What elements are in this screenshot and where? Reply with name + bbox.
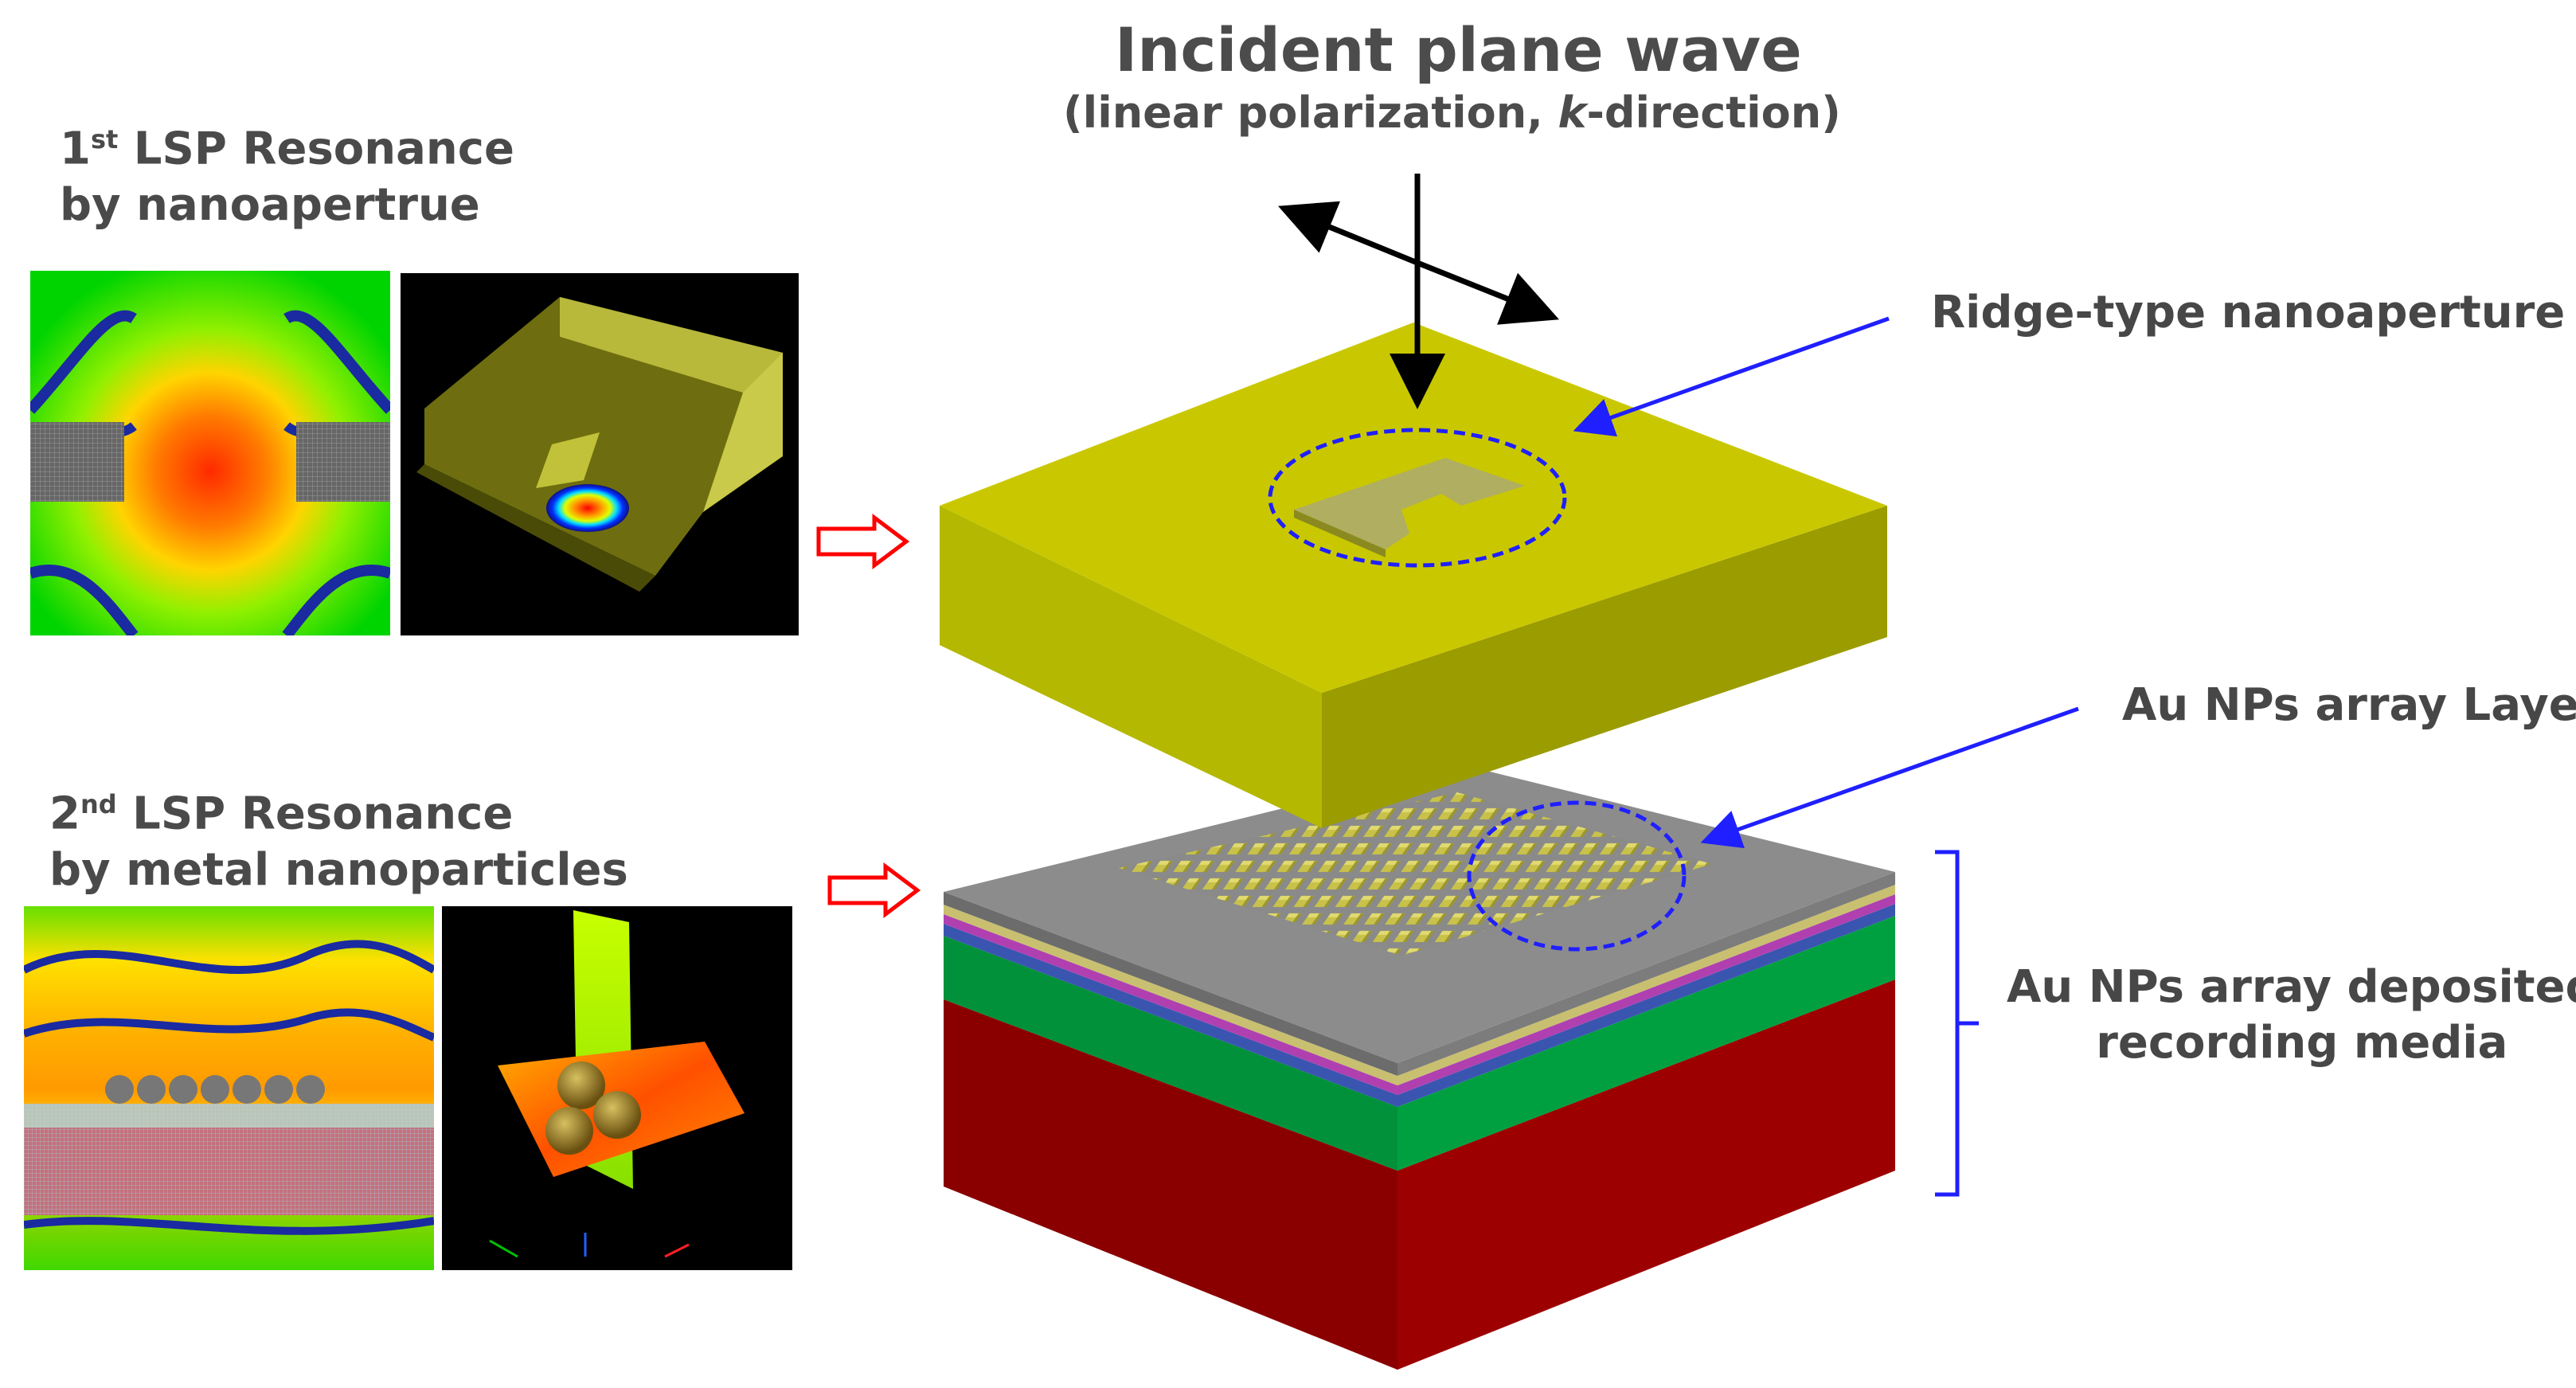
gold-nanoparticle-2 [593,1091,641,1139]
nanoparticle-row [105,1075,325,1104]
render-nanoparticles-3d [442,906,792,1270]
incident-title: Incident plane wave [1115,14,1802,85]
np-highlight-ellipse [1467,800,1687,952]
red-arrow-lower [827,862,921,918]
first-resonance-title: 1st LSP Resonance by nanoapertrue [60,111,514,233]
incident-subtitle-suffix: -direction) [1586,88,1841,138]
second-title-rest: LSP Resonance [116,788,514,840]
ridge-aperture-hole [1294,458,1525,549]
second-ordinal-suffix: nd [80,789,117,819]
first-title-line2: by nanoapertrue [60,178,480,231]
first-ordinal-suffix: st [90,124,119,154]
label-ridge-nanoaperture: Ridge-type nanoaperture [1931,287,2566,338]
gold-nanoparticle-1 [557,1062,605,1109]
incident-subtitle-prefix: (linear polarization, [1063,88,1558,138]
label-media-line1: Au NPs array deposited [2007,961,2576,1013]
recording-media-stack [944,764,1895,1370]
slab-top-face [940,323,1887,693]
aperture-hotspot [546,484,629,532]
second-resonance-title: 2nd LSP Resonance by metal nanoparticles [49,776,628,898]
render-aperture-3d [401,273,799,635]
media-bracket [1935,850,1979,1197]
aperture-highlight-ellipse [1268,428,1567,568]
np-layer-callout-line [1700,706,2079,849]
media-top-face [944,764,1895,1063]
incident-subtitle: (linear polarization, k-direction) [1063,88,1841,138]
first-title-rest: LSP Resonance [118,123,514,175]
gold-nanoparticle-3 [545,1107,593,1155]
polarization-arrow-right [1416,260,1559,325]
second-ordinal-number: 2 [49,788,80,840]
field-map-aperture-crosssection [30,271,390,635]
polarization-arrow-left [1278,201,1419,266]
incident-subtitle-k: k [1558,88,1587,138]
gold-aperture-slab [940,323,1887,828]
field-map-nanoparticle-crosssection [24,906,434,1270]
ridge-callout-line [1573,316,1890,437]
second-title-line2: by metal nanoparticles [49,843,628,896]
red-arrow-upper [816,514,910,569]
label-np-layer: Au NPs array Layer [2122,679,2576,731]
first-ordinal-number: 1 [60,123,91,175]
label-media: Au NPs array deposited recording media [2007,960,2576,1071]
au-np-array [1119,792,1712,956]
label-media-line2: recording media [2096,1017,2508,1069]
